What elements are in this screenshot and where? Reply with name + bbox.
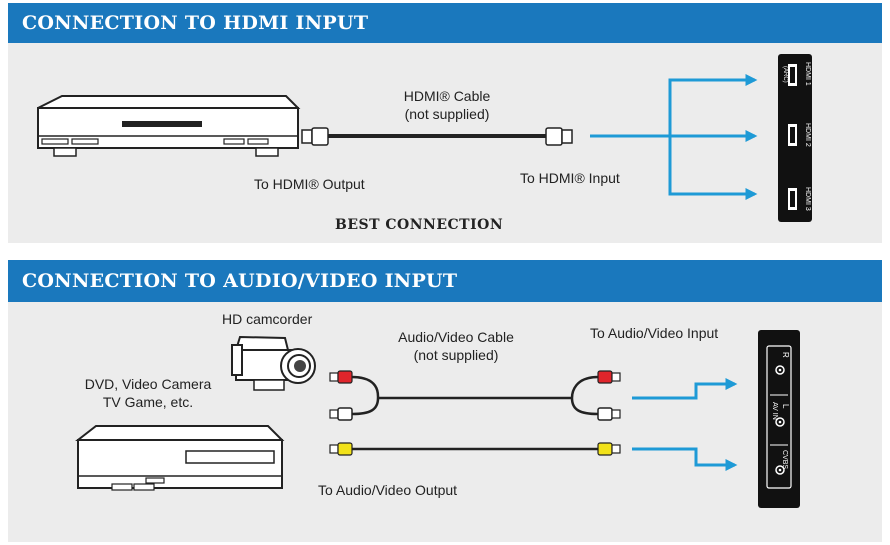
hdmi-port-1 [788, 64, 797, 86]
hdmi-port-3 [788, 188, 797, 210]
port-label-cvbs: CVBS [781, 450, 788, 469]
port-label-l: L [781, 404, 790, 409]
port-label-arc: (ARC) [782, 66, 788, 83]
port-label-hdmi2: HDMI 2 [804, 123, 811, 147]
port-label-hdmi1: HDMI 1 [804, 62, 811, 86]
av-section-title: CONNECTION TO AUDIO/VIDEO INPUT [22, 270, 458, 292]
dvd-player-icon [37, 95, 301, 157]
hdmi-cable-icon [301, 127, 573, 146]
camcorder-label: HD camcorder [222, 311, 313, 327]
port-label-r: R [781, 352, 790, 358]
hdmi-output-label: To HDMI® Output [254, 176, 365, 192]
av-arrows [632, 378, 738, 471]
tv-hdmi-port-panel: HDMI 1 (ARC) HDMI 2 HDMI 3 [778, 54, 812, 222]
camcorder-icon [231, 335, 316, 391]
av-port-cvbs [775, 465, 785, 475]
hdmi-input-label: To HDMI® Input [520, 170, 620, 186]
best-connection-label: BEST CONNECTION [335, 217, 504, 233]
av-section-header: CONNECTION TO AUDIO/VIDEO INPUT [8, 260, 882, 302]
port-label-hdmi3: HDMI 3 [804, 187, 811, 211]
av-cable-label: Audio/Video Cable (not supplied) [398, 329, 514, 363]
av-port-l [775, 417, 785, 427]
tv-av-port-panel: R AV IN L CVBS [758, 330, 800, 508]
dvd-recorder-icon [75, 425, 285, 491]
av-input-label: To Audio/Video Input [590, 325, 719, 341]
hdmi-port-2 [788, 124, 797, 146]
hdmi-cable-label: HDMI® Cable (not supplied) [403, 88, 491, 122]
hdmi-arrows [590, 74, 758, 200]
av-port-r [775, 365, 785, 375]
av-connection-panel: CONNECTION TO AUDIO/VIDEO INPUT HD camco… [8, 260, 882, 542]
source-device-label: DVD, Video Camera TV Game, etc. [84, 376, 212, 410]
hdmi-section-header: CONNECTION TO HDMI INPUT [8, 3, 882, 43]
port-label-avin: AV IN [771, 402, 778, 420]
av-output-label: To Audio/Video Output [318, 482, 458, 498]
hdmi-section-title: CONNECTION TO HDMI INPUT [22, 12, 369, 34]
av-cable-icon [329, 370, 621, 456]
